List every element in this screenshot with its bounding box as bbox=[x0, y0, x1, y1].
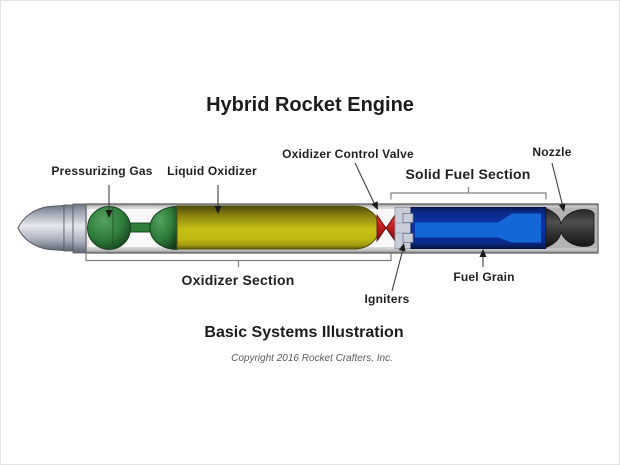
label-igniters: Igniters bbox=[364, 292, 410, 306]
igniter-tab-bottom bbox=[402, 233, 414, 243]
label-nozzle: Nozzle bbox=[532, 145, 572, 159]
oxidizer-tank bbox=[176, 205, 380, 250]
arrow-control-valve bbox=[371, 201, 378, 210]
airframe-outline bbox=[85, 203, 599, 254]
nozzle bbox=[545, 207, 595, 249]
igniter-tab-top bbox=[402, 213, 414, 223]
arrow-fuel-grain bbox=[479, 249, 487, 257]
page-subtitle: Basic Systems Illustration bbox=[204, 324, 404, 341]
label-solid-fuel-section: Solid Fuel Section bbox=[405, 166, 531, 182]
arrow-igniters bbox=[398, 243, 406, 252]
nose-cone-collar bbox=[72, 203, 87, 254]
leader-nozzle bbox=[551, 162, 564, 206]
nose-cone bbox=[17, 204, 65, 252]
pressurant-dome bbox=[149, 205, 178, 251]
page-title: Hybrid Rocket Engine bbox=[206, 94, 414, 116]
leader-control-valve bbox=[354, 162, 376, 206]
label-oxidizer-section: Oxidizer Section bbox=[181, 272, 295, 288]
label-liquid-oxidizer: Liquid Oxidizer bbox=[167, 164, 257, 178]
control-valve-left bbox=[376, 213, 387, 243]
label-pressurizing-gas: Pressurizing Gas bbox=[51, 164, 153, 178]
arrow-nozzle bbox=[558, 203, 566, 212]
leader-arrowheads bbox=[105, 201, 566, 257]
nose-cone-ring bbox=[63, 204, 74, 252]
solid-fuel-section-bracket bbox=[390, 187, 547, 200]
leader-igniters bbox=[391, 250, 404, 292]
fuel-port bbox=[415, 213, 541, 243]
arrow-liquid-oxidizer bbox=[214, 206, 222, 214]
injector-plate-lines bbox=[395, 222, 413, 234]
label-fuel-grain: Fuel Grain bbox=[453, 270, 515, 284]
leader-lines bbox=[108, 162, 564, 292]
oxidizer-section-bracket bbox=[85, 253, 392, 267]
arrow-pressurizing-gas bbox=[105, 210, 113, 218]
label-oxidizer-control-valve: Oxidizer Control Valve bbox=[282, 147, 414, 161]
copyright-text: Copyright 2016 Rocket Crafters, Inc. bbox=[231, 353, 393, 364]
